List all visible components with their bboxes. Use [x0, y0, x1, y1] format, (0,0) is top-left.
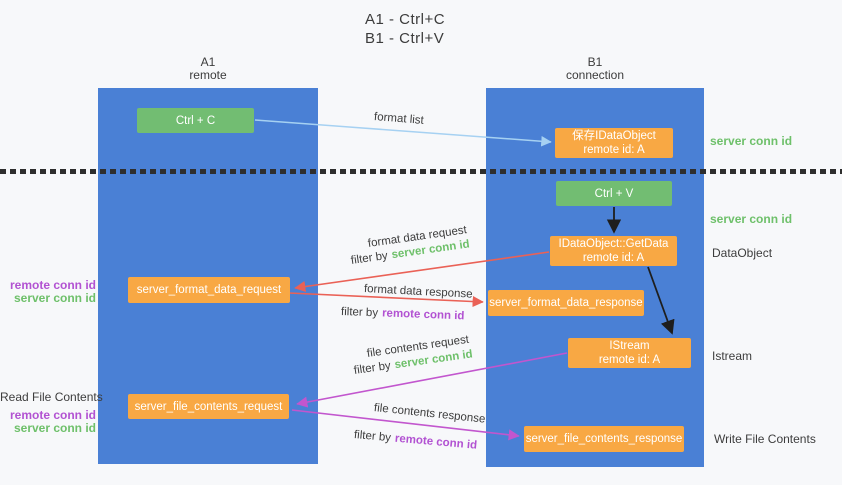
file-request-label: server_file_contents_request	[134, 400, 283, 413]
read-file-contents-label: Read File Contents	[0, 390, 103, 404]
lifeline-a1-role: remote	[189, 68, 227, 82]
title-line-1: A1 - Ctrl+C	[365, 11, 446, 28]
lifeline-b1-role: connection	[565, 68, 625, 82]
lifeline-header-b1: B1 connection	[535, 56, 655, 82]
edge-label-format-data-response: format data response	[363, 283, 473, 301]
ctrl-c-node: Ctrl + C	[137, 108, 254, 133]
format-response-node: server_format_data_response	[488, 290, 644, 316]
getdata-line1: IDataObject::GetData	[558, 238, 669, 250]
save-dataobject-line2: remote id: A	[583, 144, 645, 156]
lifeline-header-a1: A1 remote	[148, 56, 268, 82]
server-conn-id-1: server conn id	[13, 291, 96, 305]
save-dataobject-line1: 保存IDataObject	[572, 130, 656, 142]
left-conn-id-stack-2: remote conn id server conn id	[0, 409, 96, 435]
ctrl-v-node: Ctrl + V	[556, 181, 672, 206]
server-conn-id-2: server conn id	[13, 421, 96, 435]
file-response-node: server_file_contents_response	[524, 426, 684, 452]
istream-line2: remote id: A	[598, 354, 661, 366]
format-response-label: server_format_data_response	[489, 297, 643, 309]
left-conn-id-stack-1: remote conn id server conn id	[0, 279, 96, 305]
format-request-label: server_format_data_request	[136, 284, 282, 296]
getdata-node: IDataObject::GetData remote id: A	[550, 236, 677, 266]
getdata-line2: remote id: A	[582, 252, 645, 264]
write-file-contents-label: Write File Contents	[714, 432, 816, 446]
istream-line1: IStream	[609, 340, 650, 352]
file-request-node: server_file_contents_request	[128, 394, 289, 419]
save-dataobject-node: 保存IDataObject remote id: A	[555, 128, 673, 158]
istream-node: IStream remote id: A	[568, 338, 691, 368]
file-response-label: server_file_contents_response	[525, 433, 683, 445]
dataobject-label: DataObject	[712, 246, 773, 260]
server-conn-id-top-label: server conn id	[710, 134, 793, 148]
remote-conn-id-2: remote conn id	[9, 408, 96, 422]
format-request-node: server_format_data_request	[128, 277, 290, 303]
server-conn-id-mid-label: server conn id	[710, 212, 793, 226]
lifeline-a1-name: A1	[200, 55, 216, 69]
edge-label-format-list: format list	[373, 111, 425, 127]
edge-label-file-contents-response: file contents response	[373, 402, 486, 426]
diagram-title: A1 - Ctrl+C B1 - Ctrl+V	[365, 10, 445, 48]
istream-side-label: Istream	[712, 349, 753, 363]
lifeline-b1-name: B1	[587, 55, 603, 69]
ctrl-v-label: Ctrl + V	[594, 187, 634, 200]
machine-boundary-dotted-line	[0, 169, 842, 174]
remote-conn-id-1: remote conn id	[9, 278, 96, 292]
read-file-contents-block: Read File Contents	[0, 390, 103, 404]
ctrl-c-label: Ctrl + C	[175, 114, 216, 127]
title-line-2: B1 - Ctrl+V	[365, 30, 445, 47]
